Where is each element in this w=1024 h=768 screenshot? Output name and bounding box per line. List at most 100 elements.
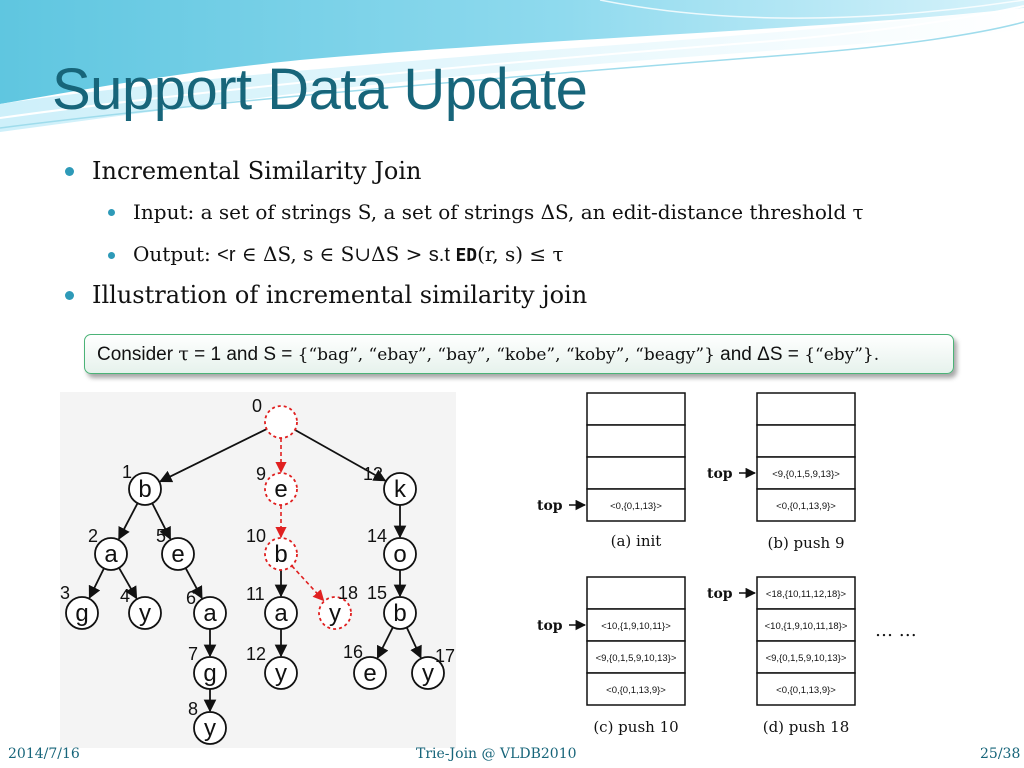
trie-edge — [159, 428, 268, 483]
stack-cell — [756, 488, 856, 522]
trie-node-id: 18 — [338, 583, 358, 603]
trie-node-id: 16 — [343, 642, 363, 662]
trie-node-id: 15 — [367, 583, 387, 603]
trie-node-id: 2 — [88, 526, 98, 546]
trie-node-char: a — [274, 600, 288, 627]
stack-cell — [756, 424, 856, 458]
trie-node-char: y — [139, 600, 151, 627]
trie-node — [383, 472, 417, 506]
stack-cell-text: <9,{0,1,5,9,10,13}> — [596, 653, 677, 664]
trie-edge — [291, 565, 325, 602]
stack-top-label: top — [537, 498, 563, 514]
trie-node — [383, 537, 417, 571]
stack-cell-text: <0,{0,1,13,9}> — [776, 685, 836, 696]
trie-node-id: 0 — [252, 396, 262, 416]
stack-top-label: top — [707, 466, 733, 482]
trie-node — [264, 656, 298, 690]
trie-node — [353, 656, 387, 690]
stack-cell-text: <10,{1,9,10,11}> — [601, 621, 671, 632]
trie-node — [94, 537, 128, 571]
trie-node — [65, 596, 99, 630]
trie-node — [264, 596, 298, 630]
stack-caption: (d) push 18 — [763, 718, 850, 736]
trie-node-id: 6 — [186, 588, 196, 608]
footer-title: Trie-Join @ VLDB2010 — [416, 746, 577, 762]
stack-figure-panel: <0,{0,1,13}>top(a) init<9,{0,1,5,9,13}><… — [535, 386, 923, 740]
trie-node — [264, 537, 298, 571]
trie-node-char: e — [363, 660, 376, 687]
stack-cell — [756, 640, 856, 674]
stack-caption: (c) push 10 — [593, 718, 678, 736]
stack-caption: (b) push 9 — [767, 534, 844, 552]
stack-top-label: top — [707, 586, 733, 602]
trie-edge — [118, 502, 139, 541]
trie-node-char: a — [203, 600, 217, 627]
stack-cell — [586, 576, 686, 610]
trie-node-char: y — [204, 715, 216, 742]
trie-node — [193, 596, 227, 630]
trie-edge — [294, 429, 387, 482]
slide-title: Support Data Update — [52, 57, 588, 122]
header-wave-banner — [0, 0, 1024, 132]
trie-node-char: a — [104, 541, 118, 568]
trie-node-id: 7 — [188, 644, 198, 664]
footer-date: 2014/7/16 — [8, 746, 80, 762]
trie-node-id: 10 — [246, 526, 266, 546]
stack-cell-text: <9,{0,1,5,9,10,13}> — [766, 653, 847, 664]
stack-cell — [586, 456, 686, 490]
trie-node-char: g — [203, 660, 216, 687]
stack-cell — [586, 608, 686, 642]
trie-node-char: e — [171, 541, 184, 568]
trie-node-id: 12 — [246, 644, 266, 664]
sub-bullet-output: Output: <r ∈ ΔS, s ∈ S∪ΔS > s.t ED(r, s)… — [133, 242, 564, 266]
stack-cell — [756, 392, 856, 426]
bullet-dot — [65, 291, 74, 300]
trie-node-id: 14 — [367, 526, 387, 546]
trie-node-id: 4 — [120, 586, 130, 606]
trie-node-char: y — [329, 600, 341, 627]
trie-node — [161, 537, 195, 571]
trie-node — [264, 405, 298, 439]
bullet-dot — [108, 252, 115, 259]
trie-node-char: b — [393, 600, 406, 627]
trie-node — [128, 472, 162, 506]
stack-cell-text: <0,{0,1,13,9}> — [776, 501, 836, 512]
stack-cell — [586, 424, 686, 458]
stack-ellipsis: … … — [875, 620, 917, 641]
trie-node-id: 1 — [122, 462, 132, 482]
trie-node-char: o — [393, 541, 406, 568]
trie-node-char: b — [138, 476, 151, 503]
trie-edge — [405, 627, 422, 659]
stack-cell — [756, 672, 856, 706]
trie-node-char: g — [75, 600, 88, 627]
stack-cell — [756, 608, 856, 642]
stack-top-label: top — [537, 618, 563, 634]
trie-node-id: 17 — [435, 646, 455, 666]
bullet-illustration: Illustration of incremental similarity j… — [92, 281, 588, 309]
stack-cell — [756, 456, 856, 490]
trie-node-char: y — [275, 660, 287, 687]
trie-node-id: 11 — [246, 584, 265, 604]
stack-cell — [586, 640, 686, 674]
bullet-incremental-similarity-join: Incremental Similarity Join — [92, 157, 422, 185]
trie-edge — [118, 567, 138, 600]
stack-cell-text: <18,{10,11,12,18}> — [766, 589, 847, 600]
trie-node — [264, 472, 298, 506]
trie-node-id: 9 — [256, 464, 266, 484]
stack-cell-text: <0,{0,1,13,9}> — [606, 685, 666, 696]
trie-node — [383, 596, 417, 630]
stack-cell-text: <0,{0,1,13}> — [610, 501, 662, 512]
trie-node-id: 8 — [188, 699, 198, 719]
trie-node-id: 13 — [363, 464, 383, 484]
trie-edge — [88, 567, 105, 599]
stack-cell — [586, 488, 686, 522]
trie-node — [128, 596, 162, 630]
bullet-dot — [65, 167, 74, 176]
footer-page-number: 25/38 — [980, 746, 1021, 762]
bullet-dot — [108, 209, 115, 216]
stack-diagram: <0,{0,1,13}>top(a) init<9,{0,1,5,9,13}><… — [537, 392, 917, 736]
trie-diagram: 0b1a2g3y4e5a6g7y8e9b10a11y12y18k13o14b15… — [60, 396, 455, 745]
sub-bullet-input: Input: a set of strings S, a set of stri… — [133, 200, 864, 224]
trie-node-id: 3 — [60, 583, 70, 603]
stack-cell — [586, 392, 686, 426]
